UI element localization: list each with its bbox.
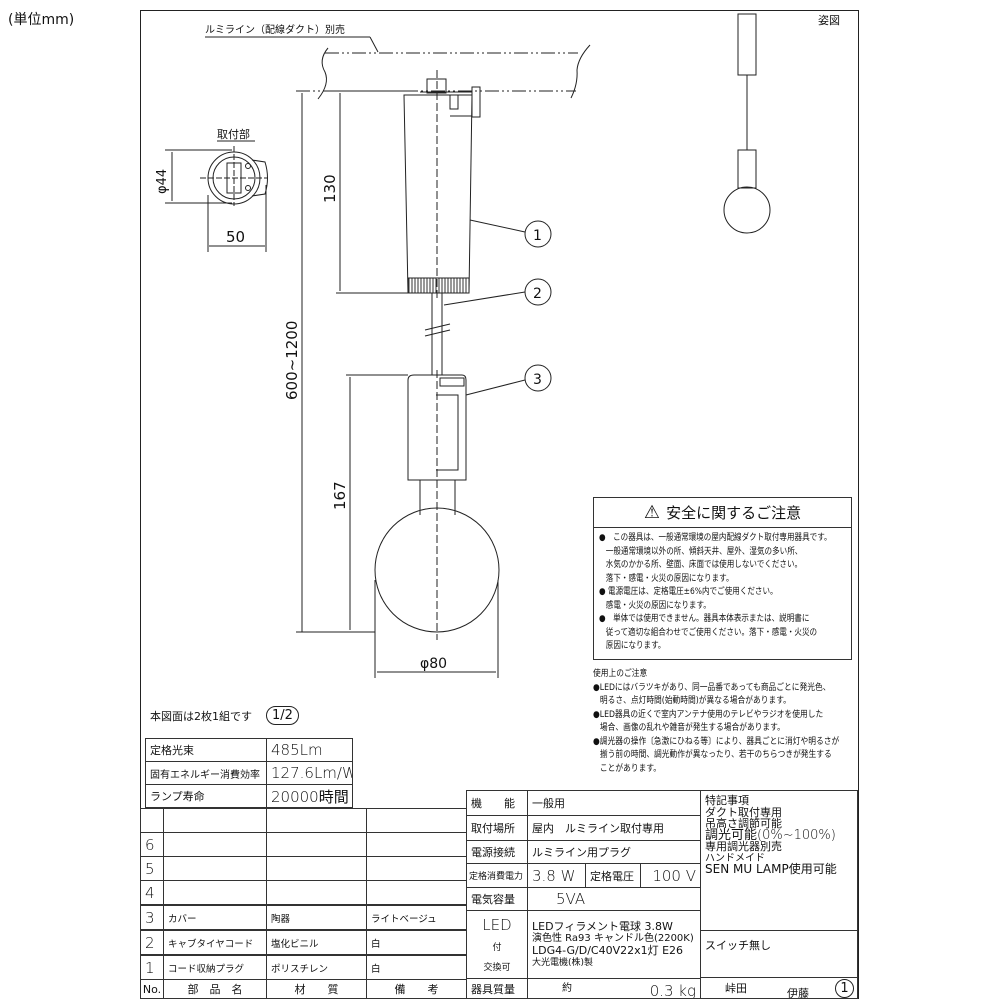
spec-value: 127.6Lm/W [266, 761, 353, 785]
dim-167: 167 [331, 481, 349, 510]
parts-no-cell: 5 [140, 856, 164, 881]
parts-material-cell [266, 832, 367, 857]
rated-power-value: 3.8 W [527, 863, 586, 888]
parts-header: 備 考 [366, 979, 467, 999]
spec-label: 固有エネルギー消費効率 [145, 761, 267, 785]
unit-label: (単位mm) [8, 12, 75, 28]
parts-material-cell [266, 808, 367, 833]
dim-130: 130 [321, 174, 339, 203]
capacity-value: 5VA [527, 887, 701, 911]
warning-icon: ⚠ [643, 502, 661, 523]
parts-no-cell: 4 [140, 880, 164, 905]
parts-note-cell: 白 [366, 955, 467, 980]
safety-item: ● この器具は、一般通常環境の屋内配線ダクト取付専用器具です。一般通常環境以外の… [599, 533, 832, 584]
spec-value: 20000時間 [266, 784, 353, 808]
perspective-view [723, 13, 771, 234]
location-value: 屋内 ルミライン取付専用 [527, 815, 701, 841]
parts-name-cell [163, 856, 267, 881]
power-connection-value: ルミライン用プラグ [527, 840, 701, 864]
rated-voltage-value: 100 V [640, 863, 701, 888]
cord [424, 293, 451, 375]
parts-note-cell: ライトベージュ [366, 905, 467, 930]
capacity-label: 電気容量 [466, 887, 528, 911]
rated-power-label: 定格消費電力 [466, 863, 528, 888]
rated-voltage-label: 定格電圧 [585, 863, 641, 888]
parts-no-cell: 1 [140, 955, 164, 980]
parts-header: 部 品 名 [163, 979, 267, 999]
safety-notice: ⚠ 安全に関するご注意 ● この器具は、一般通常環境の屋内配線ダクト取付専用器具… [593, 497, 852, 660]
spec-value: 485Lm [266, 738, 353, 762]
signature-row: 峠田 伊藤 1 [700, 977, 858, 999]
duct-label: ルミライン（配線ダクト）別売 [205, 23, 345, 36]
parts-material-cell [266, 880, 367, 905]
usage-notes: 使用上のご注意 ●LEDにはバラツキがあり、同一品番であっても商品ごとに発光色、… [593, 668, 839, 776]
function-label: 機 能 [466, 790, 528, 816]
dim-phi80: φ80 [420, 656, 447, 672]
parts-name-cell: カバー [163, 905, 267, 930]
parts-no-cell: 3 [140, 905, 164, 930]
checker-name: 伊藤 [787, 987, 809, 999]
parts-note-cell [366, 880, 467, 905]
safety-item: ● 単体では使用できません。器具本体表示または、説明書に従って適切な組合わせでご… [599, 614, 818, 651]
parts-note-cell: 白 [366, 930, 467, 955]
plug-body [403, 70, 481, 300]
sheet-note: 本図面は2枚1組です [150, 710, 252, 723]
mount-title: 取付部 [217, 127, 250, 141]
usage-notes-title: 使用上のご注意 [593, 669, 648, 679]
weight-label: 器具質量 [466, 978, 528, 999]
weight-value-cell: 約 0.3 kg [527, 978, 701, 999]
special-notes: 特記事項 ダクト取付専用 吊高さ調節可能 調光可能(0%~100%) 専用調光器… [700, 790, 858, 931]
parts-material-cell [266, 856, 367, 881]
switch-note: スイッチ無し [700, 930, 858, 978]
callout-3: 3 [533, 372, 542, 388]
parts-name-cell: コード収納プラグ [163, 955, 267, 980]
usage-note: ●調光器の操作〔急激にひねる等〕により、器具ごとに消灯や明るさが揃う前の時間、調… [593, 736, 840, 774]
cover [374, 370, 500, 640]
safety-title: 安全に関するご注意 [666, 504, 802, 522]
parts-header: No. [140, 979, 164, 999]
dim-600-1200: 600~1200 [283, 321, 301, 400]
safety-item: ● 電源電圧は、定格電圧±6%内でご使用ください。感電・火災の原因になります。 [599, 587, 778, 611]
usage-note: ●LEDにはバラツキがあり、同一品番であっても商品ごとに発光色、明るさ、点灯時間… [593, 682, 831, 707]
power-connection-label: 電源接続 [466, 840, 528, 864]
parts-name-cell [163, 880, 267, 905]
sheet-number: 1/2 [266, 706, 299, 725]
dimensions [296, 90, 499, 678]
parts-note-cell [366, 832, 467, 857]
parts-no-cell: 6 [140, 832, 164, 857]
safety-title-row: ⚠ 安全に関するご注意 [594, 498, 851, 528]
parts-no-cell [140, 808, 164, 833]
parts-note-cell [366, 856, 467, 881]
parts-note-cell [366, 808, 467, 833]
parts-header: 材 質 [266, 979, 367, 999]
location-label: 取付場所 [466, 815, 528, 841]
dim-phi44: φ44 [155, 169, 170, 194]
perspective-label: 姿図 [818, 14, 840, 27]
mount-detail [165, 140, 268, 252]
parts-no-cell: 2 [140, 930, 164, 955]
parts-name-cell: キャブタイヤコード [163, 930, 267, 955]
parts-material-cell: 陶器 [266, 905, 367, 930]
spec-label: ランプ寿命 [145, 784, 267, 808]
function-value: 一般用 [527, 790, 701, 816]
parts-material-cell: ポリスチレン [266, 955, 367, 980]
drafter-name: 峠田 [725, 982, 747, 995]
parts-name-cell [163, 832, 267, 857]
callout-2: 2 [533, 286, 542, 302]
parts-name-cell [163, 808, 267, 833]
usage-note: ●LED器具の近くで室内アンテナ使用のテレビやラジオを使用した場合、画像の乱れや… [593, 709, 824, 734]
sheet-index: 1 [835, 979, 854, 998]
duct-outline [296, 44, 591, 100]
callout-leaders [443, 219, 552, 396]
parts-material-cell: 塩化ビニル [266, 930, 367, 955]
spec-label: 定格光束 [145, 738, 267, 762]
dim-50: 50 [226, 228, 245, 246]
callout-1: 1 [533, 228, 542, 244]
